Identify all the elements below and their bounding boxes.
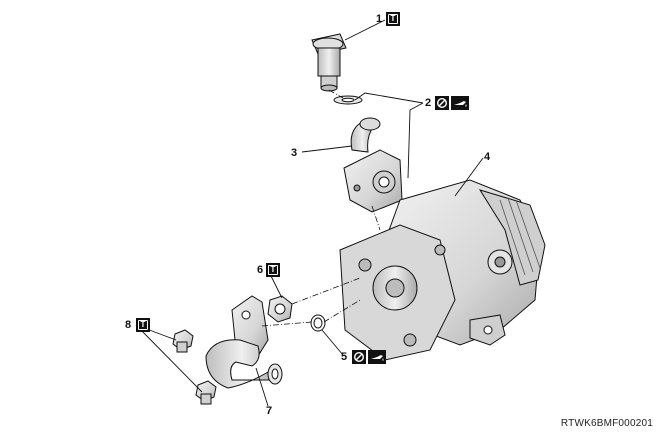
callout-3: 3 (291, 147, 298, 159)
pump-assembly-part-4 (339, 179, 546, 361)
stud-parts-8 (172, 329, 217, 405)
callout-5: 5 (341, 351, 348, 363)
callout-1: 1 (376, 13, 383, 25)
callout-6: 6 (257, 264, 264, 276)
nut-part-6 (267, 295, 293, 323)
torque-icon: T (266, 263, 280, 277)
torque-icon: T (136, 318, 150, 332)
bolt-part-1 (311, 33, 347, 92)
no-reuse-icon (435, 96, 449, 110)
callout-7: 7 (266, 405, 273, 417)
o-ring-part-5 (310, 314, 326, 332)
no-reuse-icon (352, 350, 366, 364)
center-lines (261, 89, 381, 327)
oil-icon (368, 350, 386, 364)
callout-2: 2 (425, 97, 432, 109)
oil-icon (451, 96, 469, 110)
outlet-pipe-part-7 (205, 295, 283, 389)
figure-code: RTWK6BMF000201 (560, 418, 653, 429)
callout-4: 4 (484, 151, 491, 163)
callout-8: 8 (125, 319, 132, 331)
washer-part-2 (333, 95, 363, 105)
torque-icon: T (386, 12, 400, 26)
pipe-fitting-part-3 (343, 117, 403, 213)
